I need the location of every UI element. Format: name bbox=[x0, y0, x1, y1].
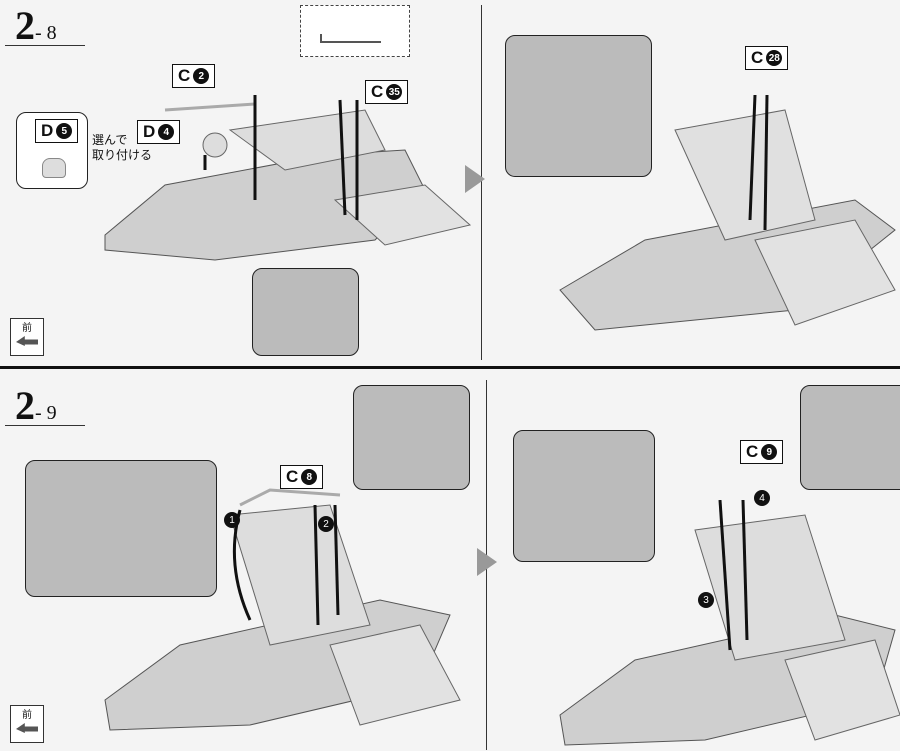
front-direction-indicator-2: 前 bbox=[10, 705, 44, 743]
model-assembly-2-9 bbox=[104, 488, 461, 731]
detail-inset-2-9-a bbox=[353, 385, 470, 490]
section-divider bbox=[0, 366, 900, 369]
model-assembly-result bbox=[559, 94, 896, 331]
order-marker-2: 2 bbox=[318, 516, 334, 532]
step-underline bbox=[5, 45, 85, 46]
detail-inset-2-9-c bbox=[513, 430, 655, 562]
dome-part-icon bbox=[42, 158, 66, 178]
choose-and-attach-note: 選んで取り付ける bbox=[92, 133, 153, 162]
detail-inset-2-9-d bbox=[800, 385, 900, 490]
next-arrow bbox=[465, 165, 485, 193]
front-direction-indicator: 前 bbox=[10, 318, 44, 356]
model-assembly-2-8 bbox=[104, 95, 472, 261]
step-number-2-9: 2- 9 bbox=[15, 383, 57, 428]
step-number-2-8: 2- 8 bbox=[15, 3, 57, 48]
detail-inset-2-9-b bbox=[25, 460, 217, 597]
order-marker-1: 1 bbox=[224, 512, 240, 528]
step-underline bbox=[5, 425, 85, 426]
order-marker-3: 3 bbox=[698, 592, 714, 608]
detail-inset-top-right bbox=[505, 35, 652, 177]
order-marker-4: 4 bbox=[754, 490, 770, 506]
next-arrow-2 bbox=[477, 548, 497, 576]
detail-callout-top bbox=[300, 5, 410, 57]
detail-inset-2-8 bbox=[252, 268, 359, 356]
model-assembly-2-9-result bbox=[559, 500, 900, 746]
